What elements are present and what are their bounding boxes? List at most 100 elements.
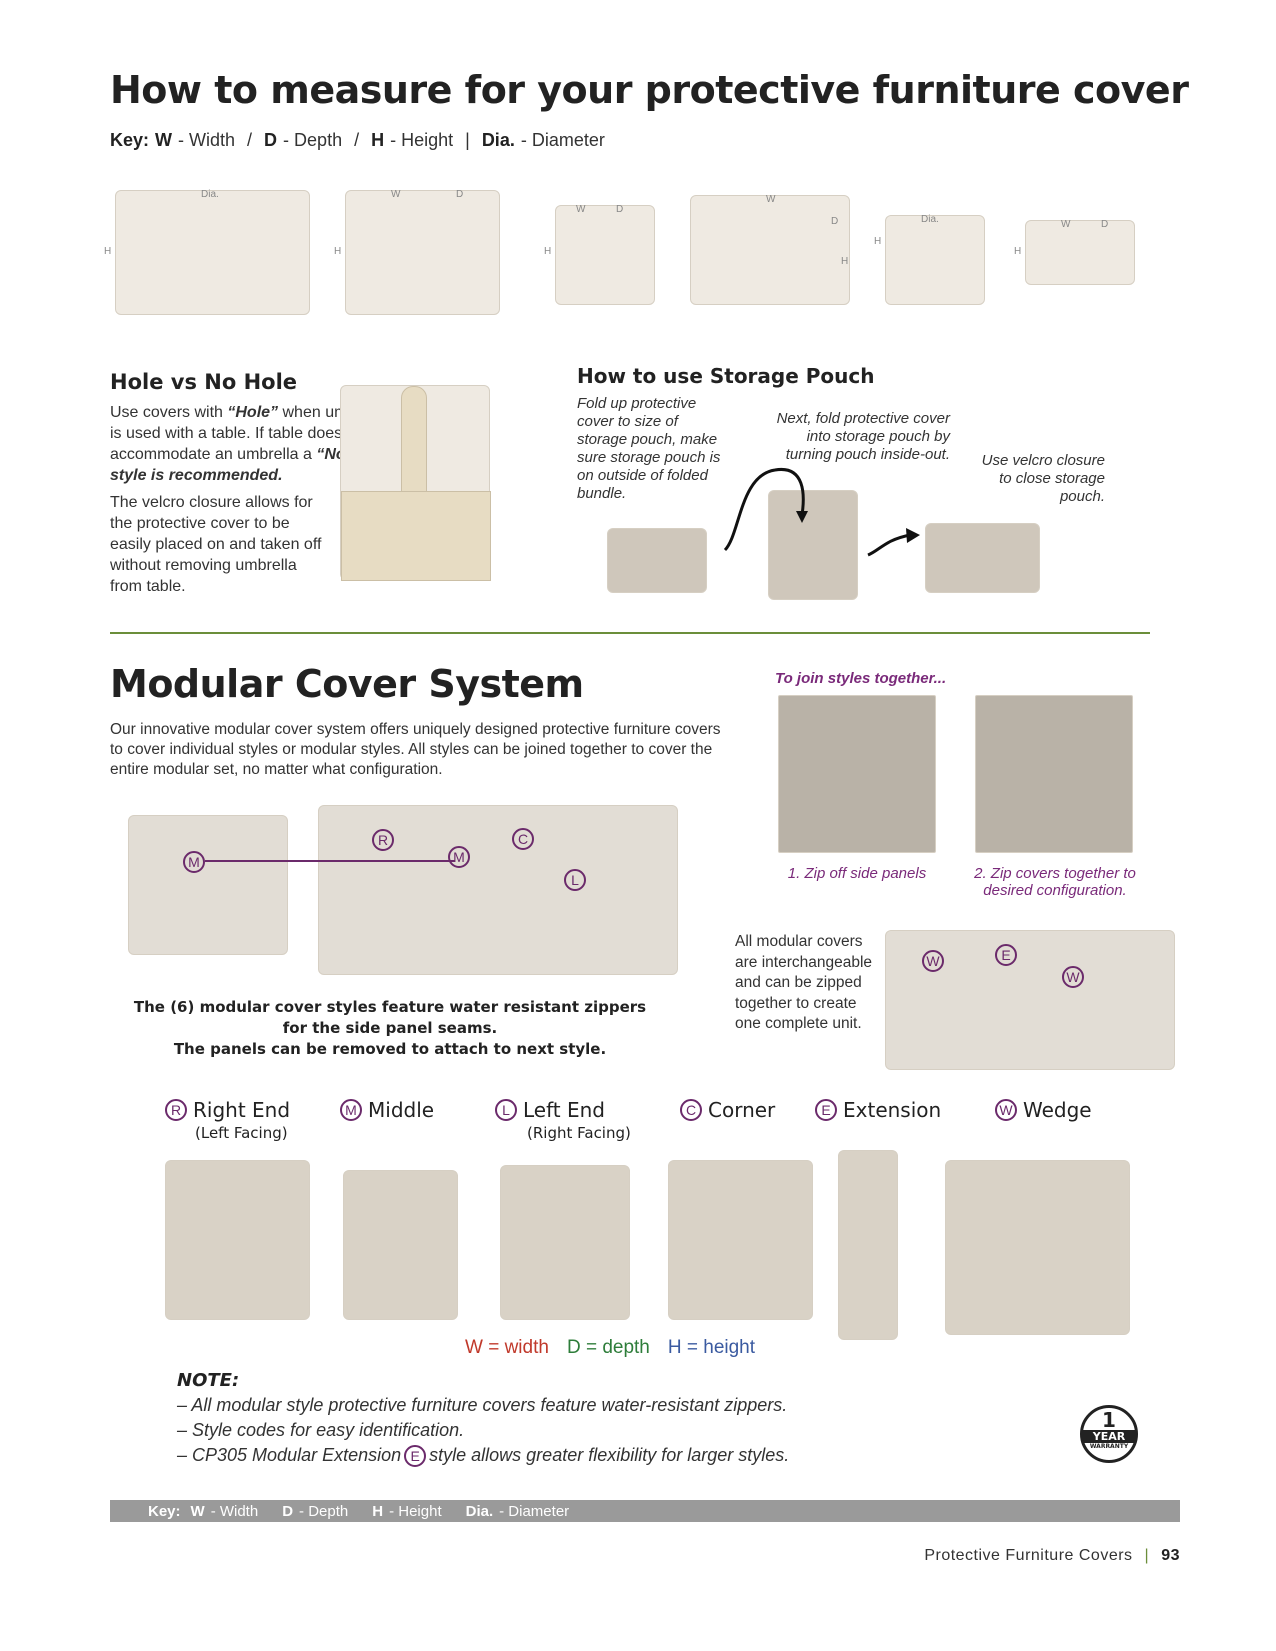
page-footer: Protective Furniture Covers | 93: [924, 1547, 1180, 1565]
key-line: Key: W - Width / D - Depth / H - Height …: [110, 130, 605, 151]
key-label: Key:: [110, 130, 150, 150]
key-sep: /: [247, 130, 253, 150]
note-line: – Style codes for easy identification.: [177, 1420, 465, 1440]
modular-intro: Our innovative modular cover system offe…: [110, 721, 721, 778]
join-step-1: 1. Zip off side panels: [787, 865, 927, 882]
illustration-ottoman: W D H: [1014, 219, 1135, 285]
illustration-dining-set: Dia. H: [104, 189, 310, 315]
hole-emphasis: “Hole”: [227, 404, 279, 421]
hole-text: when umbrella is used with a table. If t…: [110, 404, 387, 463]
style-code-badge: L: [495, 1099, 517, 1121]
dim-label: W: [766, 194, 776, 205]
dim-label: W: [1061, 219, 1071, 230]
pouch-heading: How to use Storage Pouch: [577, 364, 875, 388]
style-code-badge: E: [815, 1099, 837, 1121]
feature-line: for the side panel seams.: [282, 1019, 498, 1037]
pouch-arrows: [723, 468, 920, 557]
note-heading: NOTE:: [177, 1370, 240, 1391]
pouch-step-1: Fold up protective cover to size of stor…: [577, 395, 721, 502]
key-code-dia: Dia.: [481, 130, 515, 150]
style-name: Wedge: [1023, 1098, 1092, 1122]
page-title: How to measure for your protective furni…: [110, 68, 1189, 112]
illustration-table-chairs: W D H: [334, 189, 500, 315]
feature-text: The (6) modular cover styles feature wat…: [130, 997, 650, 1060]
dim-label: H: [104, 246, 112, 257]
style-right-end-sub: (Left Facing): [195, 1124, 288, 1142]
key-text-h: - Height: [390, 130, 454, 150]
dim-label: H: [874, 236, 882, 247]
style-code-badge: M: [340, 1099, 362, 1121]
note-block: NOTE: – All modular style protective fur…: [177, 1368, 789, 1468]
footer-section: Protective Furniture Covers: [924, 1547, 1133, 1564]
style-code-badge: W: [995, 1099, 1017, 1121]
join-heading: To join styles together...: [775, 670, 947, 687]
style-left-end: L Left End: [495, 1098, 605, 1122]
style-code-badge: C: [680, 1099, 702, 1121]
modular-diagram-left: [128, 815, 288, 955]
feature-line: The panels can be removed to attach to n…: [173, 1040, 607, 1058]
warranty-badge: 1 YEAR WARRANTY: [1080, 1405, 1138, 1463]
footer-key-code: H: [372, 1502, 384, 1520]
dim-label: H: [544, 246, 552, 257]
pouch-turning: [768, 490, 858, 600]
note-text: style allows greater flexibility for lar…: [429, 1445, 790, 1465]
footer-key-text: - Depth: [299, 1502, 349, 1520]
style-left-end-sub: (Right Facing): [527, 1124, 631, 1142]
note-line: – CP305 Modular Extension E style allows…: [177, 1443, 789, 1468]
section-divider: [110, 632, 1150, 634]
illustration-middle: [343, 1170, 458, 1320]
key-sep: |: [465, 130, 470, 150]
dim-label: D: [616, 204, 624, 215]
key-text-w: - Width: [178, 130, 236, 150]
page-number: 93: [1161, 1547, 1180, 1564]
pouch-folded-bundle: [607, 528, 707, 593]
warranty-year: YEAR: [1083, 1430, 1135, 1443]
key-text-dia: - Diameter: [520, 130, 605, 150]
dim-label: D: [1101, 219, 1109, 230]
illustration-wedge: [945, 1160, 1130, 1335]
key-sep: /: [354, 130, 360, 150]
footer-key-code: Dia.: [465, 1502, 494, 1520]
pouch-step-3: Use velcro closure to close storage pouc…: [981, 452, 1105, 505]
warranty-number: 1: [1102, 1408, 1116, 1432]
join-step-2: 2. Zip covers together to desired config…: [974, 865, 1136, 899]
key-text-d: - Depth: [283, 130, 343, 150]
badge-w: W: [922, 950, 944, 972]
dim-label: H: [841, 256, 849, 267]
dimension-legend: W = width D = depth H = height: [465, 1337, 755, 1359]
umbrella-sleeve: [401, 386, 427, 496]
dim-label: D: [831, 216, 839, 227]
footer-key-text: - Diameter: [499, 1502, 570, 1520]
dim-label: H: [334, 246, 342, 257]
table-cover: [341, 491, 491, 581]
illustration-left-end: [500, 1165, 630, 1320]
style-corner: C Corner: [680, 1098, 775, 1122]
footer-key-code: D: [282, 1502, 294, 1520]
note-line: – All modular style protective furniture…: [177, 1395, 788, 1415]
illustration-round-table: Dia. H: [874, 214, 985, 305]
style-name: Middle: [368, 1098, 435, 1122]
join-photo-1: [778, 695, 936, 853]
key-code-w: W: [155, 130, 173, 150]
style-right-end: R Right End: [165, 1098, 290, 1122]
footer-key-bar: Key: W - Width D - Depth H - Height Dia.…: [110, 1500, 1180, 1522]
dim-label: Dia.: [201, 189, 219, 200]
hole-paragraph-2: The velcro closure allows for the protec…: [110, 494, 322, 595]
style-code-badge: R: [165, 1099, 187, 1121]
note-code-badge: E: [404, 1444, 427, 1467]
legend-depth: D = depth: [566, 1337, 650, 1358]
footer-key-text: - Height: [389, 1502, 442, 1520]
style-name: Right End: [193, 1098, 291, 1122]
illustration-sofa: W D H: [690, 194, 850, 305]
badge-l: L: [564, 869, 586, 891]
style-name: Left End: [523, 1098, 605, 1122]
dim-label: H: [1014, 246, 1022, 257]
note-text: – CP305 Modular Extension: [177, 1445, 402, 1465]
illustration-chair: W D H: [544, 204, 655, 305]
pouch-step-2: Next, fold protective cover into storage…: [776, 410, 950, 463]
style-extension: E Extension: [815, 1098, 941, 1122]
join-photo-2: [975, 695, 1133, 853]
dim-label: Dia.: [921, 214, 939, 225]
footer-key-label: Key:: [148, 1502, 181, 1520]
key-code-h: H: [371, 130, 385, 150]
